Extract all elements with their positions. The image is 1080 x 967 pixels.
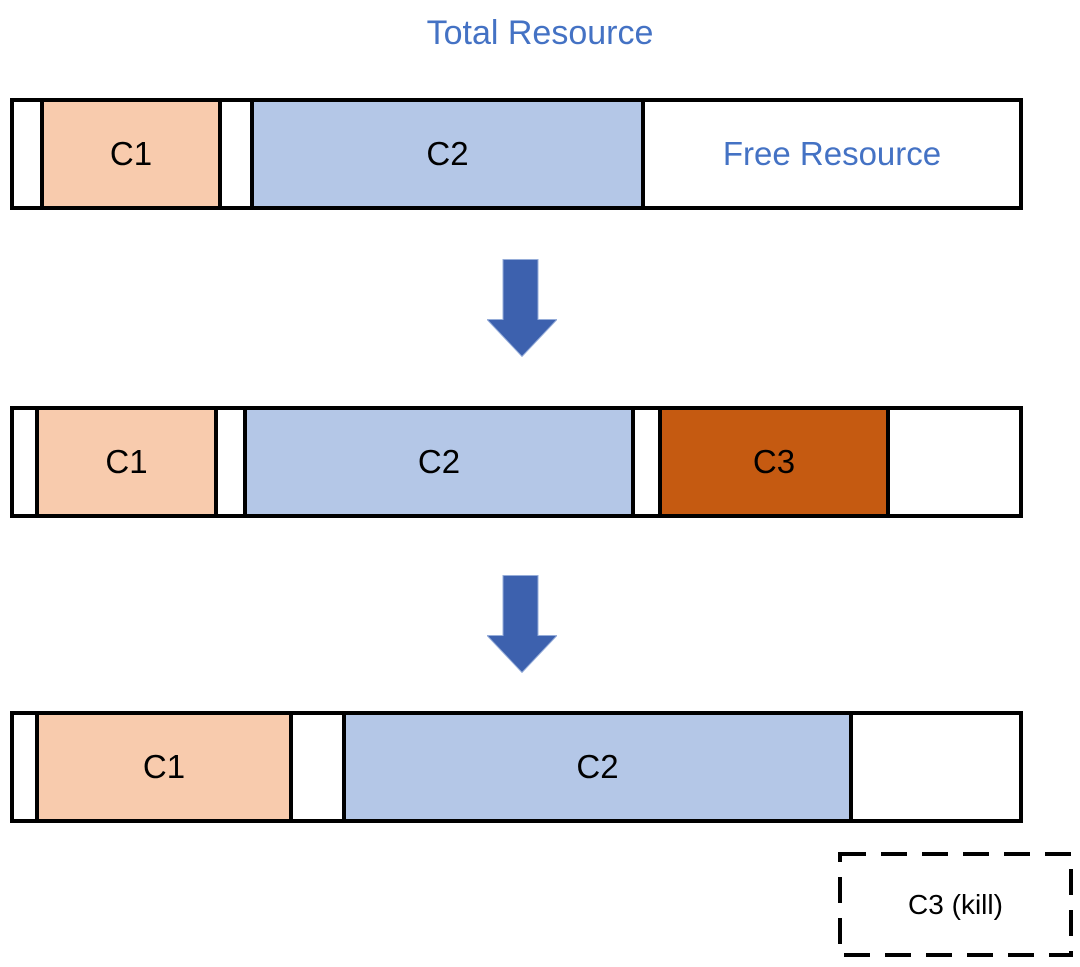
resource-bar-with-c3: C1 C2 C3 bbox=[10, 406, 1023, 518]
resource-bar-initial: C1 C2 Free Resource bbox=[10, 98, 1023, 210]
segment-c2-label: C2 bbox=[426, 135, 469, 172]
down-arrow-icon bbox=[487, 259, 557, 357]
resource-bar-after-kill: C1 C2 bbox=[10, 711, 1023, 823]
segment-c1: C1 bbox=[35, 711, 293, 823]
segment-c1-label: C1 bbox=[142, 748, 186, 785]
segment-c2-label: C2 bbox=[576, 748, 619, 785]
down-arrow-icon bbox=[487, 575, 557, 673]
segment-c2: C2 bbox=[342, 711, 853, 823]
segment-c1: C1 bbox=[35, 406, 218, 518]
segment-c1-label: C1 bbox=[109, 135, 153, 172]
segment-c2: C2 bbox=[243, 406, 635, 518]
segment-c3-label: C3 bbox=[752, 443, 796, 480]
segment-c1: C1 bbox=[40, 98, 222, 210]
segment-c3: C3 bbox=[658, 406, 890, 518]
segment-c2: C2 bbox=[250, 98, 645, 210]
c3-kill-box: C3 (kill) bbox=[838, 852, 1073, 957]
segment-c1-label: C1 bbox=[105, 443, 148, 480]
free-resource-label: Free Resource bbox=[722, 135, 942, 172]
page-title: Total Resource bbox=[426, 14, 654, 52]
segment-c2-label: C2 bbox=[417, 443, 461, 480]
c3-kill-label: C3 (kill) bbox=[908, 888, 1003, 920]
